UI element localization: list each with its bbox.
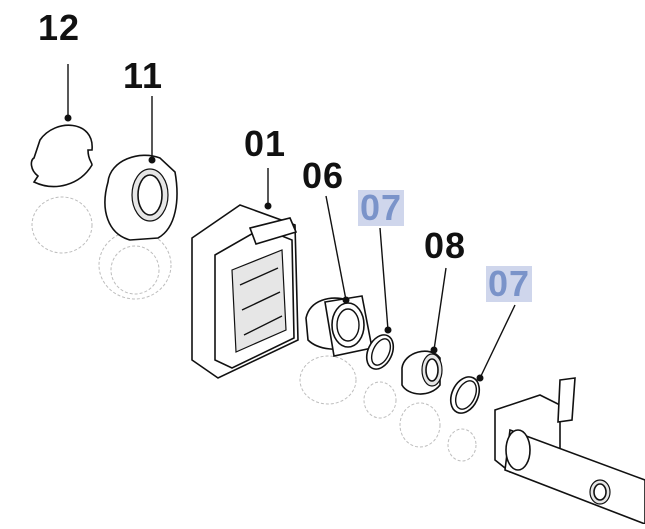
callout-08: 08 [424,225,467,266]
part-08-bushing [401,346,443,395]
callout-07-upper: 07 [358,187,405,228]
callout-01: 01 [244,123,287,164]
callout-11: 11 [123,55,164,96]
part-07a-ring [365,326,395,370]
part-01-housing [191,202,299,379]
shaft-assembly [494,377,645,525]
part-07b-ring [449,374,484,414]
leader-lines [67,64,516,379]
callout-06: 06 [302,155,345,196]
callout-12: 12 [38,7,81,48]
part-06-flange [305,295,373,357]
callout-07-lower: 07 [486,263,533,304]
part-11-shell [104,154,178,241]
part-12-cap [30,114,93,188]
